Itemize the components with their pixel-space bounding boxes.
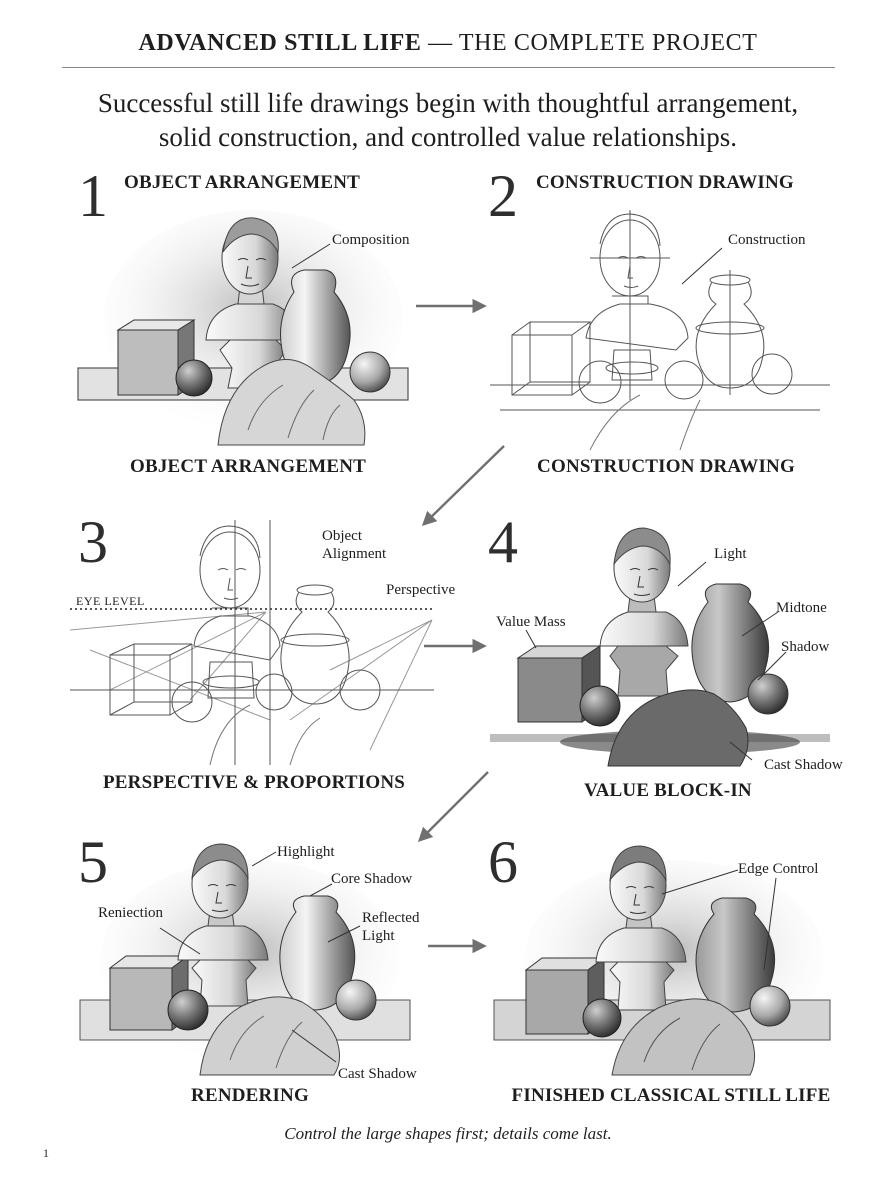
finished-sphere bbox=[749, 985, 791, 1027]
label-construction: Construction bbox=[728, 232, 806, 248]
composition-leader bbox=[291, 243, 331, 269]
wire-vase bbox=[695, 270, 765, 395]
subtitle-line-2: solid construction, and controlled value… bbox=[158, 122, 738, 152]
subtitle-line-1: Successful still life drawings begin wit… bbox=[97, 88, 799, 118]
edge-control-leaders bbox=[661, 869, 777, 971]
arrow-2-to-3 bbox=[421, 445, 505, 527]
value-vase bbox=[691, 583, 770, 703]
perspective-sphere-left bbox=[171, 681, 213, 723]
wire-cube bbox=[511, 321, 592, 396]
perspective-bust bbox=[193, 520, 281, 765]
step-1-illustration bbox=[77, 210, 409, 446]
step-5-illustration bbox=[79, 843, 411, 1076]
label-edge-control: Edge Control bbox=[738, 861, 819, 877]
step-4-illustration bbox=[490, 527, 830, 767]
perspective-cube bbox=[109, 643, 193, 716]
label-reniection: Reniection bbox=[98, 905, 163, 921]
step-2-number: 2 bbox=[488, 163, 518, 229]
finished-drapery bbox=[611, 998, 756, 1076]
value-leaders bbox=[525, 561, 787, 761]
rendered-sphere bbox=[335, 979, 377, 1021]
step-6-number: 6 bbox=[488, 829, 518, 895]
label-eye-level: EYE LEVEL bbox=[76, 594, 145, 608]
wire-sphere-middle bbox=[664, 360, 704, 400]
rendered-vase bbox=[279, 895, 356, 1011]
page-title: ADVANCED STILL LIFE — THE COMPLETE PROJE… bbox=[0, 30, 896, 57]
value-bust bbox=[599, 527, 689, 697]
rendered-apple bbox=[167, 989, 209, 1031]
page-number: 1 bbox=[43, 1146, 49, 1160]
label-value-mass: Value Mass bbox=[496, 614, 566, 630]
step-4-number: 4 bbox=[488, 509, 518, 575]
label-cast-shadow-5: Cast Shadow bbox=[338, 1066, 417, 1082]
label-midtone: Midtone bbox=[776, 600, 827, 616]
step-3-number: 3 bbox=[78, 509, 108, 575]
step-5-caption: RENDERING bbox=[191, 1085, 309, 1106]
finished-apple bbox=[582, 998, 622, 1038]
step-1-heading: OBJECT ARRANGEMENT bbox=[124, 172, 361, 193]
step-3-caption: PERSPECTIVE & PROPORTIONS bbox=[102, 772, 406, 793]
arrow-4-to-5 bbox=[417, 771, 489, 843]
step-5-number: 5 bbox=[78, 829, 108, 895]
label-light: Light bbox=[714, 546, 747, 562]
finished-vase bbox=[695, 897, 776, 1013]
label-composition: Composition bbox=[332, 232, 410, 248]
rendered-bust bbox=[177, 843, 269, 1007]
step-1-caption: OBJECT ARRANGEMENT bbox=[129, 456, 367, 477]
label-cast-shadow-4: Cast Shadow bbox=[764, 757, 843, 773]
label-shadow: Shadow bbox=[781, 639, 830, 655]
step-3-illustration bbox=[69, 520, 434, 766]
apple bbox=[175, 359, 213, 397]
rendering-leaders bbox=[159, 851, 361, 1063]
title-rest: — THE COMPLETE PROJECT bbox=[421, 30, 758, 56]
step-6-caption: FINISHED CLASSICAL STILL LIFE bbox=[511, 1085, 831, 1106]
step-4-caption: VALUE BLOCK-IN bbox=[584, 780, 752, 801]
vase bbox=[280, 269, 351, 387]
label-object-alignment: Object Alignment bbox=[322, 528, 387, 562]
step-2-heading: CONSTRUCTION DRAWING bbox=[536, 172, 794, 193]
finished-bust bbox=[595, 845, 687, 1011]
step-2-illustration bbox=[490, 210, 830, 451]
value-drapery bbox=[607, 689, 749, 767]
perspective-sphere-right bbox=[339, 669, 381, 711]
title-divider bbox=[62, 67, 835, 68]
perspective-sphere-middle bbox=[255, 673, 293, 711]
perspective-vase bbox=[280, 584, 350, 705]
construction-leader bbox=[681, 247, 723, 285]
page-subtitle: Successful still life drawings begin wit… bbox=[40, 86, 856, 154]
label-highlight: Highlight bbox=[277, 844, 335, 860]
label-core-shadow: Core Shadow bbox=[331, 871, 413, 887]
value-sphere bbox=[747, 673, 789, 715]
step-2-caption: CONSTRUCTION DRAWING bbox=[537, 456, 795, 477]
label-perspective: Perspective bbox=[386, 582, 456, 598]
value-apple bbox=[579, 685, 621, 727]
sphere bbox=[349, 351, 391, 393]
wire-bust bbox=[585, 210, 689, 400]
label-reflected-light: Reflected Light bbox=[362, 910, 420, 944]
wire-sphere-right bbox=[751, 353, 793, 395]
rendered-drapery bbox=[199, 996, 340, 1076]
step-6-illustration bbox=[493, 845, 831, 1076]
title-bold: ADVANCED STILL LIFE bbox=[138, 30, 422, 56]
footer-note: Control the large shapes first; details … bbox=[284, 1124, 612, 1143]
wire-sphere-left bbox=[578, 360, 622, 404]
step-1-number: 1 bbox=[78, 163, 108, 229]
